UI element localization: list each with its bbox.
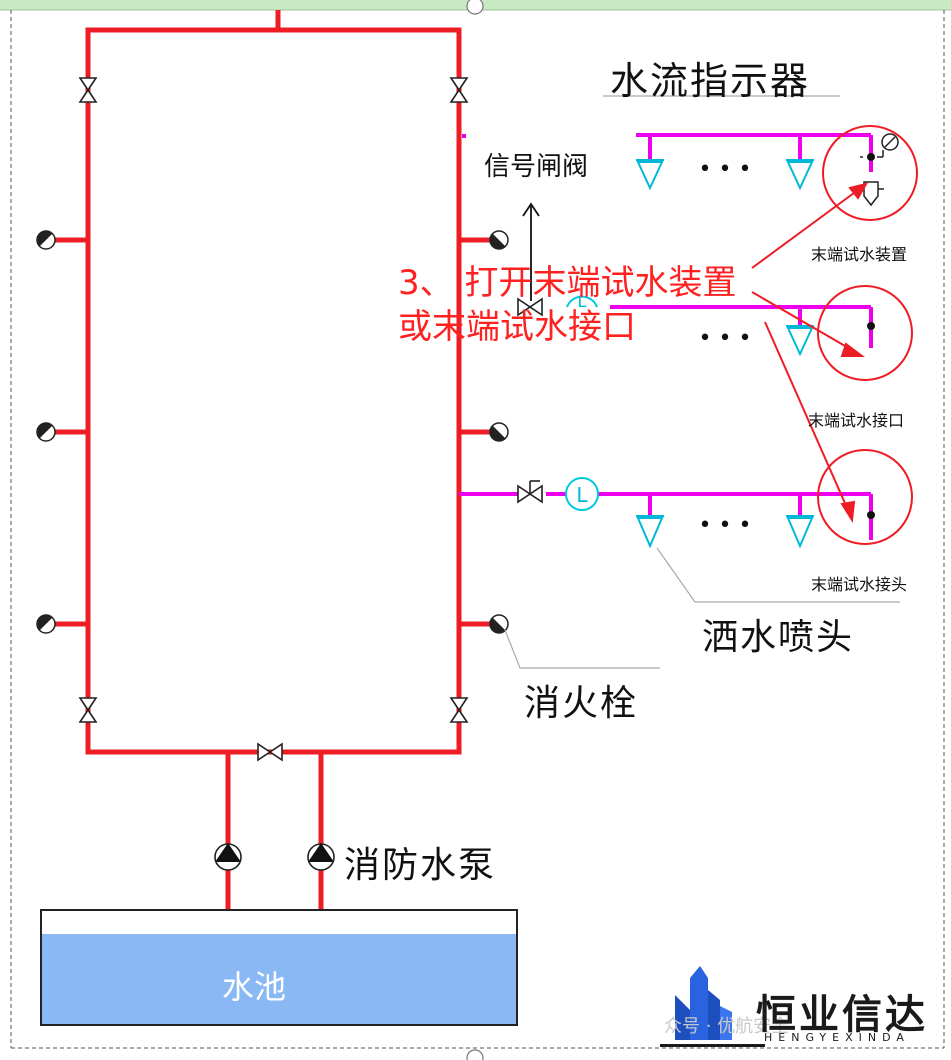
sprinkler-icon bbox=[636, 159, 664, 191]
hydrant-icon bbox=[36, 422, 56, 442]
sprinkler-icon bbox=[636, 515, 664, 549]
label-end-test-port: 末端试水接口 bbox=[808, 411, 905, 430]
hydrant-icon bbox=[489, 614, 509, 634]
sprinkler-dots: • • • bbox=[699, 513, 752, 538]
gate-valve-icon bbox=[257, 742, 283, 762]
sprinkler-icon bbox=[786, 159, 814, 191]
hydrant-icon bbox=[36, 614, 56, 634]
gate-valve-icon bbox=[449, 697, 469, 723]
instruction-line-1: 3、 打开末端试水装置 bbox=[398, 263, 737, 303]
end-test-port-valve bbox=[867, 322, 875, 330]
flow-indicator-icon: L bbox=[566, 292, 598, 311]
instruction-line-2: 或末端试水接口 bbox=[398, 307, 636, 347]
hydrant-icon bbox=[36, 230, 56, 250]
callout-arrows bbox=[751, 182, 869, 523]
label-end-test-device: 末端试水装置 bbox=[811, 245, 908, 264]
leader-lines bbox=[504, 95, 900, 669]
hydrant-icon bbox=[489, 230, 509, 250]
label-signal-gate-valve: 信号闸阀 bbox=[484, 152, 589, 182]
water-pool bbox=[40, 909, 518, 1026]
pointer-arrow bbox=[522, 202, 540, 301]
hydrant-icon bbox=[489, 422, 509, 442]
label-water-pool: 水池 bbox=[222, 968, 287, 1006]
label-end-test-head: 末端试水接头 bbox=[811, 575, 908, 594]
flow-indicator-letter: L bbox=[578, 292, 587, 311]
callout-circle-device bbox=[822, 125, 918, 221]
pump-icon bbox=[214, 843, 242, 871]
label-sprinkler: 洒水喷头 bbox=[702, 617, 855, 658]
building-logo-icon bbox=[660, 966, 765, 1047]
gate-valve-icon bbox=[78, 697, 98, 723]
pump-icon bbox=[307, 843, 335, 871]
sprinkler-dots: • • • bbox=[699, 326, 752, 351]
sprinkler-icon bbox=[786, 515, 814, 549]
flow-indicator-icon: L bbox=[565, 477, 599, 511]
label-water-flow-indicator: 水流指示器 bbox=[610, 59, 811, 103]
label-hydrant: 消火栓 bbox=[524, 683, 639, 724]
brand-name-en: HENGYEXINDA bbox=[764, 1031, 910, 1044]
brand-name-cn: 恒业信达 bbox=[756, 992, 928, 1038]
label-fire-pump: 消防水泵 bbox=[344, 845, 497, 886]
sprinkler-icon bbox=[786, 325, 814, 357]
end-test-device bbox=[860, 133, 899, 207]
main-ring-pipe bbox=[40, 10, 500, 910]
end-test-head-valve bbox=[867, 511, 875, 519]
sprinkler-dots: • • • bbox=[699, 157, 752, 182]
gate-valve-icon bbox=[78, 77, 98, 103]
frame-handle-top[interactable] bbox=[466, 0, 484, 15]
gate-valve-icon bbox=[517, 297, 543, 317]
frame-handle-bottom[interactable] bbox=[466, 1049, 484, 1060]
pressure-gauge-icon bbox=[881, 133, 899, 151]
watermark-text: 众号 · 优航安全 bbox=[664, 1016, 790, 1037]
callout-circle-head bbox=[817, 449, 913, 545]
callout-circle-port bbox=[817, 285, 913, 381]
gate-valve-icon bbox=[517, 480, 543, 504]
gate-valve-icon bbox=[449, 77, 469, 103]
flow-indicator-letter: L bbox=[576, 483, 588, 507]
